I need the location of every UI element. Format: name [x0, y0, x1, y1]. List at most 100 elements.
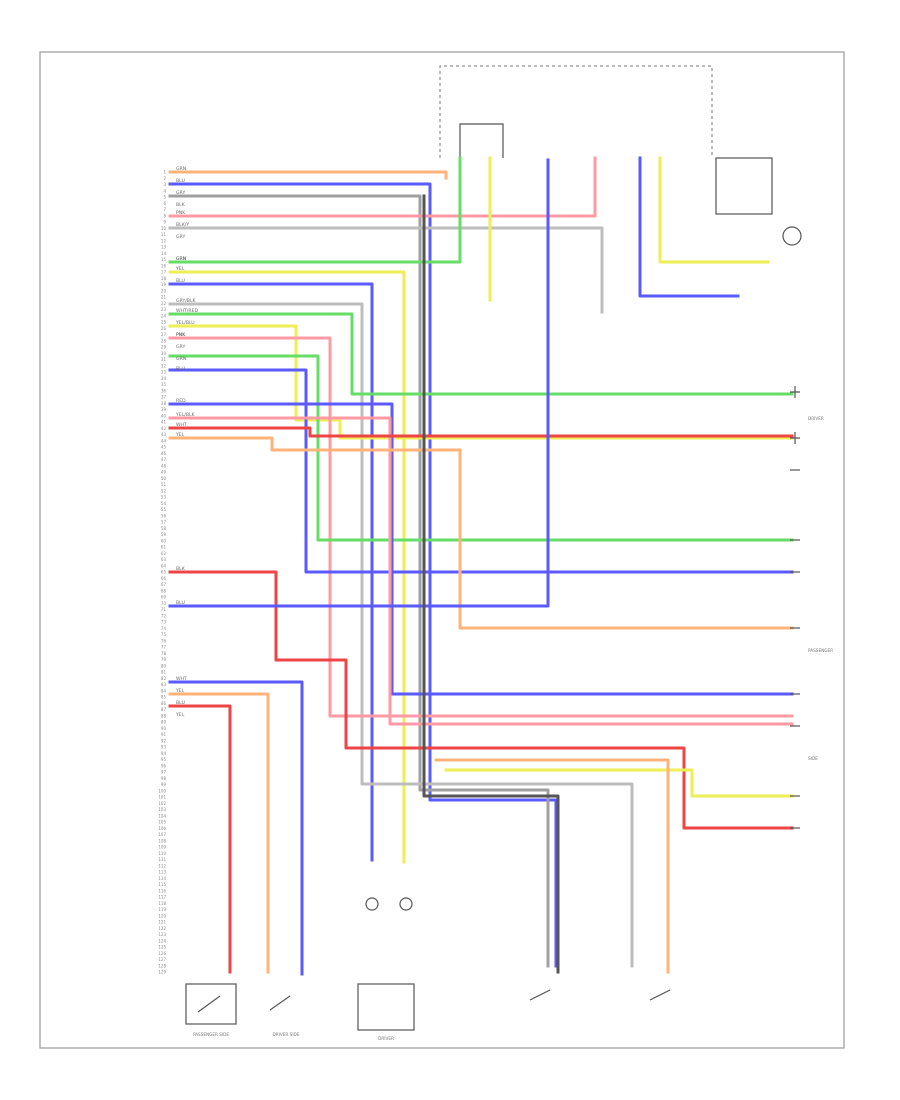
pin-number: 65	[161, 570, 167, 575]
wire-color-label: PNK	[176, 210, 186, 216]
wire-13	[168, 354, 794, 542]
pin-number: 71	[161, 607, 167, 612]
pin-number: 111	[158, 857, 166, 862]
pin-number: 40	[161, 413, 167, 418]
bottom-label-3: DRIVER	[378, 1036, 394, 1041]
pin-number: 78	[161, 651, 167, 656]
pin-number: 83	[161, 682, 167, 687]
buckle-switch-box	[185, 983, 237, 1025]
pin-number: 48	[161, 463, 167, 468]
wire-color-label: GRN	[176, 256, 186, 262]
wire-6	[168, 156, 462, 264]
pin-number: 80	[161, 663, 167, 668]
wire-color-label: BLU	[176, 366, 185, 372]
pin-number: 124	[158, 938, 166, 943]
pin-number: 23	[161, 307, 167, 312]
pin-number: 64	[161, 563, 167, 568]
pin-number: 127	[158, 957, 166, 962]
wire-1	[168, 170, 448, 180]
wire-color-label: GRN	[176, 356, 186, 362]
pin-number: 118	[158, 901, 166, 906]
wire-color-label: PNK	[176, 332, 186, 338]
pin-number: 72	[161, 613, 167, 618]
wire-5	[168, 226, 604, 314]
right-label-2: PASSENGER	[808, 648, 833, 653]
wire-27	[422, 194, 560, 974]
pin-number: 52	[161, 488, 167, 493]
pin-number: 15	[161, 257, 167, 262]
pin-number: 121	[158, 920, 166, 925]
airbag-module-box	[357, 983, 415, 1031]
pin-number: 19	[161, 282, 167, 287]
wire-color-label: YEL	[175, 432, 185, 438]
pin-number: 20	[161, 288, 167, 293]
pin-number: 21	[161, 295, 167, 300]
wire-color-label: YEL	[175, 688, 185, 694]
indicator-lamp-icon	[782, 226, 802, 246]
wire-26	[638, 156, 740, 298]
pin-number: 17	[161, 270, 167, 275]
pin-number: 91	[161, 732, 167, 737]
wire-color-label: YEL/BLU	[175, 320, 195, 326]
pin-number: 84	[161, 688, 167, 693]
pin-number: 114	[158, 876, 166, 881]
pin-number: 86	[161, 701, 167, 706]
pin-number: 113	[158, 870, 166, 875]
pin-number: 104	[158, 813, 166, 818]
pin-number: 59	[161, 532, 167, 537]
right-label-3: SIDE	[808, 756, 818, 761]
switch-icon	[197, 995, 221, 1013]
pin-number: 34	[161, 376, 167, 381]
wire-8	[168, 282, 374, 862]
pin-number: 88	[161, 713, 167, 718]
pin-number: 49	[161, 470, 167, 475]
pin-number: 123	[158, 932, 166, 937]
pin-number: 25	[161, 320, 167, 325]
wire-color-label: YEL	[175, 712, 185, 718]
wire-color-label: GRN	[176, 256, 186, 262]
pin-number: 57	[161, 520, 167, 525]
pin-number: 85	[161, 695, 167, 700]
pin-number: 60	[161, 538, 167, 543]
wire-15	[168, 402, 794, 696]
pin-number: 100	[158, 788, 166, 793]
wire-9	[168, 302, 634, 968]
pin-number: 22	[161, 301, 167, 306]
pin-number: 32	[161, 363, 167, 368]
wire-28	[444, 768, 794, 798]
pin-number: 128	[158, 963, 166, 968]
wire-20	[168, 158, 550, 608]
wire-4	[168, 156, 597, 218]
pin-number: 89	[161, 720, 167, 725]
wire-18	[168, 436, 794, 630]
wire-color-label: YEL	[175, 266, 185, 272]
pin-number: 126	[158, 951, 166, 956]
wire-19	[168, 570, 794, 830]
pin-number: 4	[163, 188, 166, 193]
pin-number: 125	[158, 945, 166, 950]
pin-number: 28	[161, 338, 167, 343]
wire-color-label: BLK	[176, 202, 186, 208]
pin-number: 75	[161, 632, 167, 637]
pin-number: 62	[161, 551, 167, 556]
right-label-1: DRIVER	[808, 416, 824, 421]
pin-number: 31	[161, 357, 167, 362]
pin-number: 120	[158, 913, 166, 918]
pin-number: 94	[161, 751, 167, 756]
pin-number: 112	[158, 863, 166, 868]
pin-number: 90	[161, 726, 167, 731]
pin-number: 11	[161, 232, 167, 237]
wire-color-label: BLU	[176, 178, 185, 184]
connector-symbol	[790, 386, 800, 398]
wire-16	[168, 416, 794, 726]
pin-number: 33	[161, 370, 167, 375]
pin-number: 66	[161, 576, 167, 581]
pin-number: 56	[161, 513, 167, 518]
wire-color-label: BLU	[176, 600, 185, 606]
pin-number: 14	[161, 251, 167, 256]
pin-number: 46	[161, 451, 167, 456]
relay-box	[459, 123, 504, 158]
pin-number: 8	[163, 213, 166, 218]
bottom-label-1: PASSENGER SIDE	[193, 1032, 229, 1037]
pin-number: 92	[161, 738, 167, 743]
